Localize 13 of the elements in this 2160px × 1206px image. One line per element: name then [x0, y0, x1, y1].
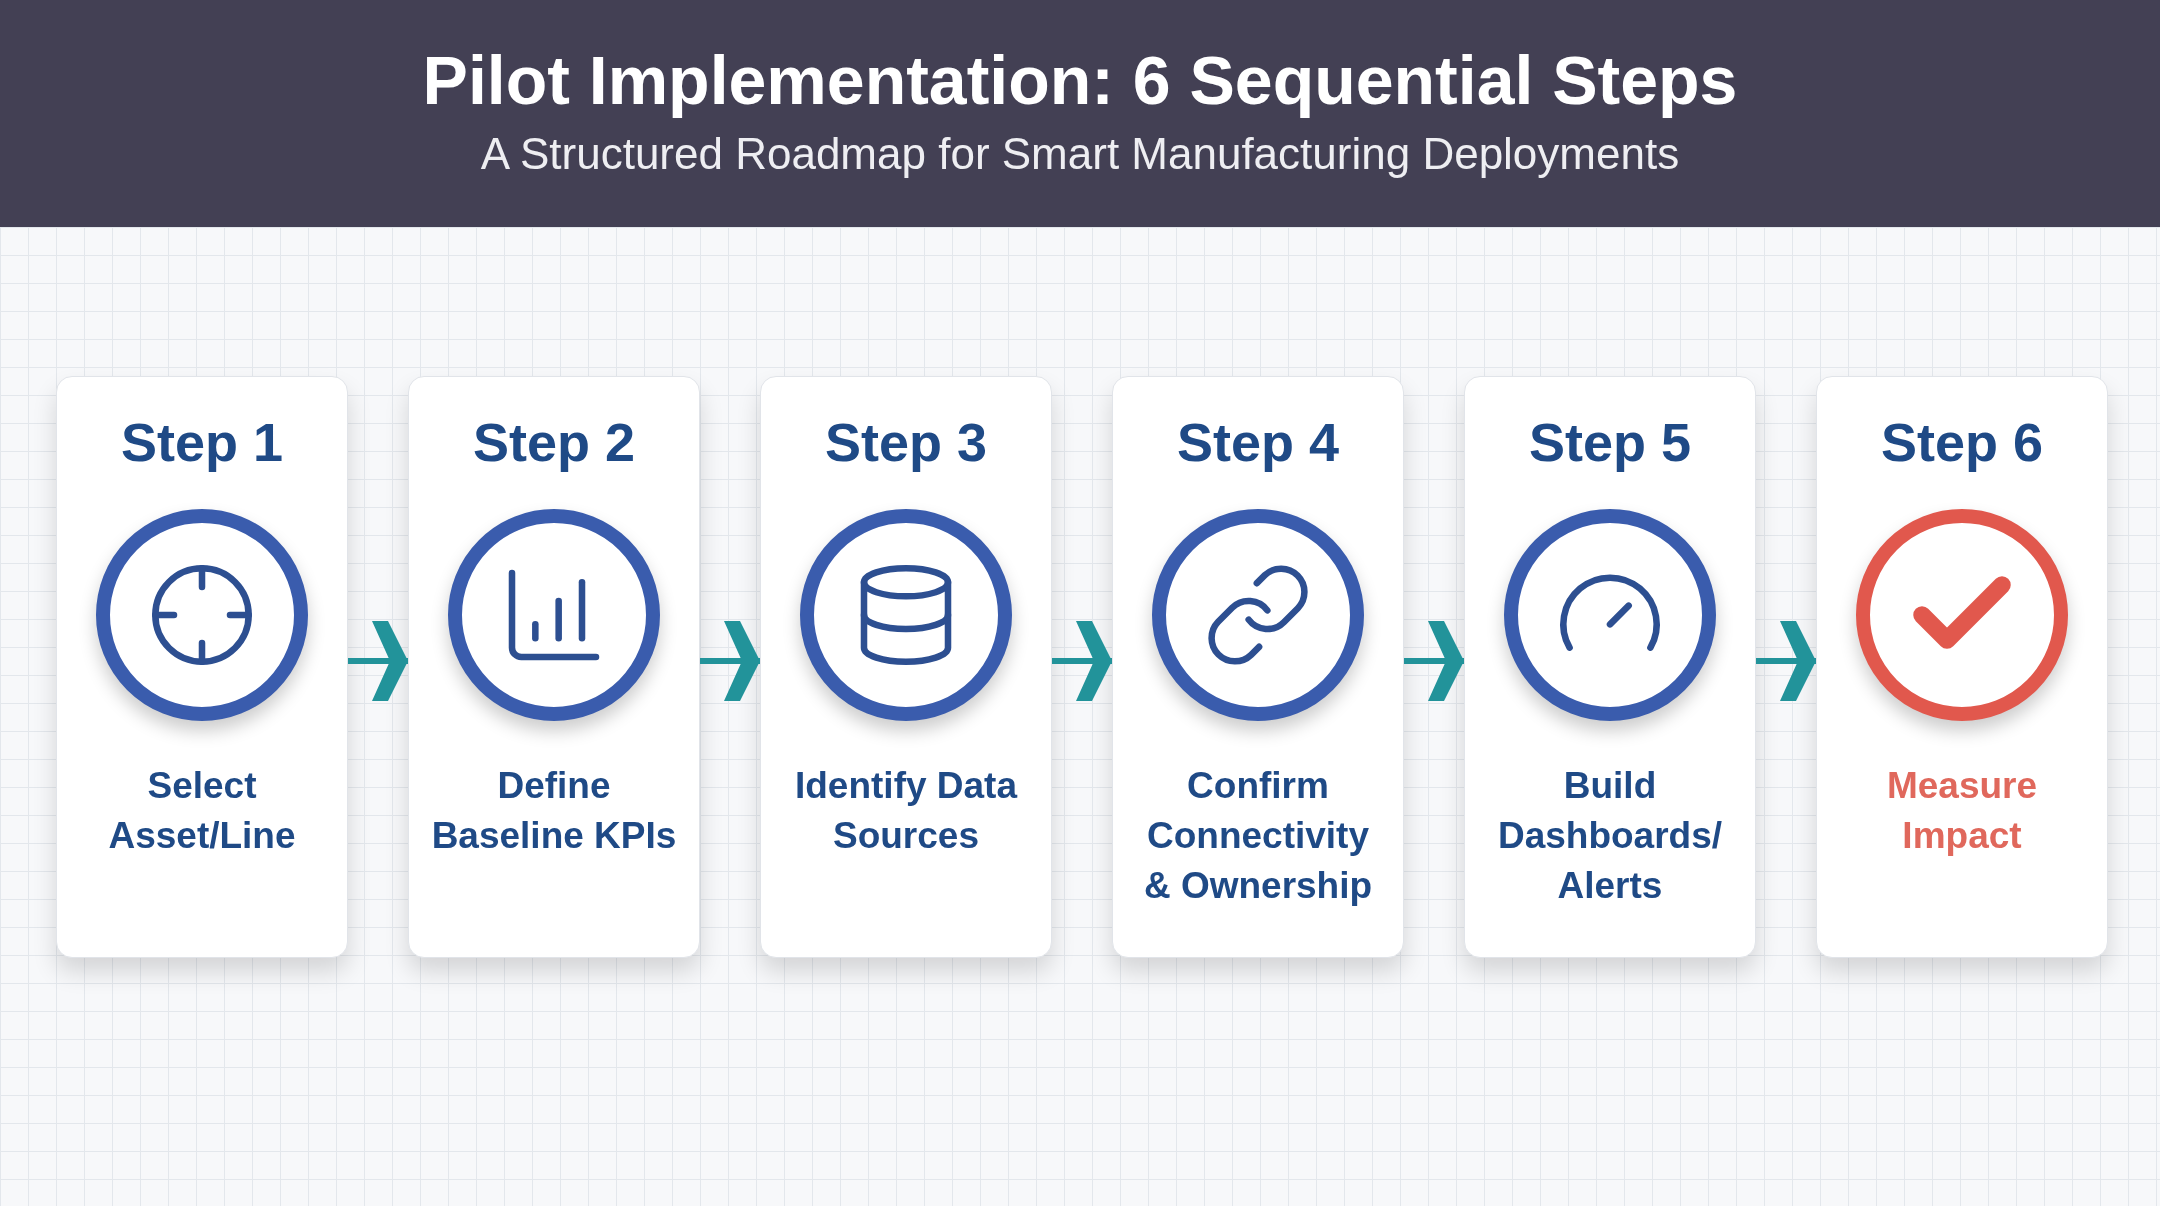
step-label: Confirm Connectivity & Ownership — [1142, 764, 1374, 908]
step-card — [760, 376, 1052, 958]
subtitle: A Structured Roadmap for Smart Manufacturing Deployments — [480, 128, 1680, 180]
step-card — [1816, 376, 2108, 958]
step-label: Measure Impact — [1885, 764, 2039, 858]
step-label: Identify Data Sources — [793, 764, 1019, 858]
step-card — [1464, 376, 1756, 958]
step-label: Select Asset/Line — [107, 764, 297, 858]
step-card — [1112, 376, 1404, 958]
step-label: Build Dashboards/ Alerts — [1496, 764, 1724, 908]
step-label: Define Baseline KPIs — [430, 764, 678, 858]
step-card — [408, 376, 700, 958]
step-card — [56, 376, 348, 958]
